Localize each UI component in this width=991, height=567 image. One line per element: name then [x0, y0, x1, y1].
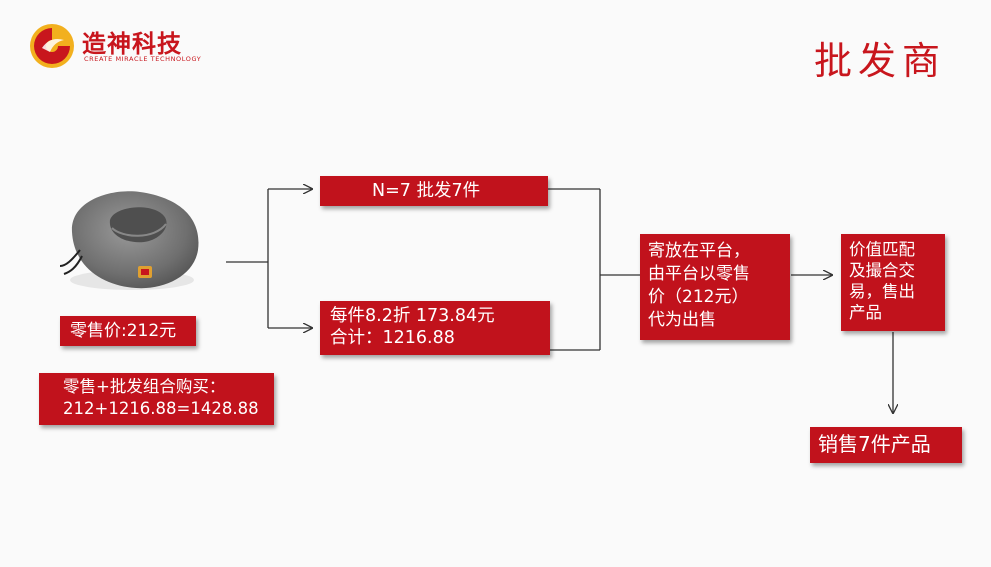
result-box: 销售7件产品: [810, 427, 962, 463]
platform-box: 寄放在平台， 由平台以零售 价（212元） 代为出售: [640, 234, 790, 340]
combo-line-1: 零售+批发组合购买：: [63, 377, 226, 396]
retail-price-label: 零售价:212元: [60, 316, 196, 346]
retail-price-text: 零售价:212元: [70, 321, 177, 341]
discount-line-2: 合计：1216.88: [330, 328, 455, 348]
platform-line-4: 代为出售: [648, 310, 716, 330]
wholesale-box: N=7 批发7件: [320, 176, 548, 206]
logo-mark-icon: [30, 24, 74, 68]
wholesale-text: N=7 批发7件: [372, 181, 481, 201]
page-title: 批发商: [814, 39, 947, 83]
brand-logo: 造神科技 CREATE MIRACLE TECHNOLOGY: [28, 22, 208, 70]
result-text: 销售7件产品: [818, 432, 931, 456]
match-line-4: 产品: [849, 303, 882, 322]
platform-line-3: 价（212元）: [648, 287, 749, 307]
combo-purchase-box: 零售+批发组合购买： 212+1216.88=1428.88: [39, 373, 274, 425]
match-line-3: 易，售出: [849, 282, 915, 301]
discount-box: 每件8.2折 173.84元 合计：1216.88: [320, 301, 550, 355]
match-line-2: 及撮合交: [849, 261, 915, 280]
brand-tagline: CREATE MIRACLE TECHNOLOGY: [84, 55, 202, 63]
platform-line-2: 由平台以零售: [648, 264, 750, 284]
neck-pillow-image: [59, 191, 199, 290]
combo-line-2: 212+1216.88=1428.88: [63, 399, 259, 418]
discount-line-1: 每件8.2折 173.84元: [330, 306, 495, 326]
match-box: 价值匹配 及撮合交 易，售出 产品: [841, 234, 945, 331]
brand-name: 造神科技: [82, 30, 182, 58]
platform-line-1: 寄放在平台，: [648, 241, 750, 261]
match-line-1: 价值匹配: [849, 240, 915, 259]
